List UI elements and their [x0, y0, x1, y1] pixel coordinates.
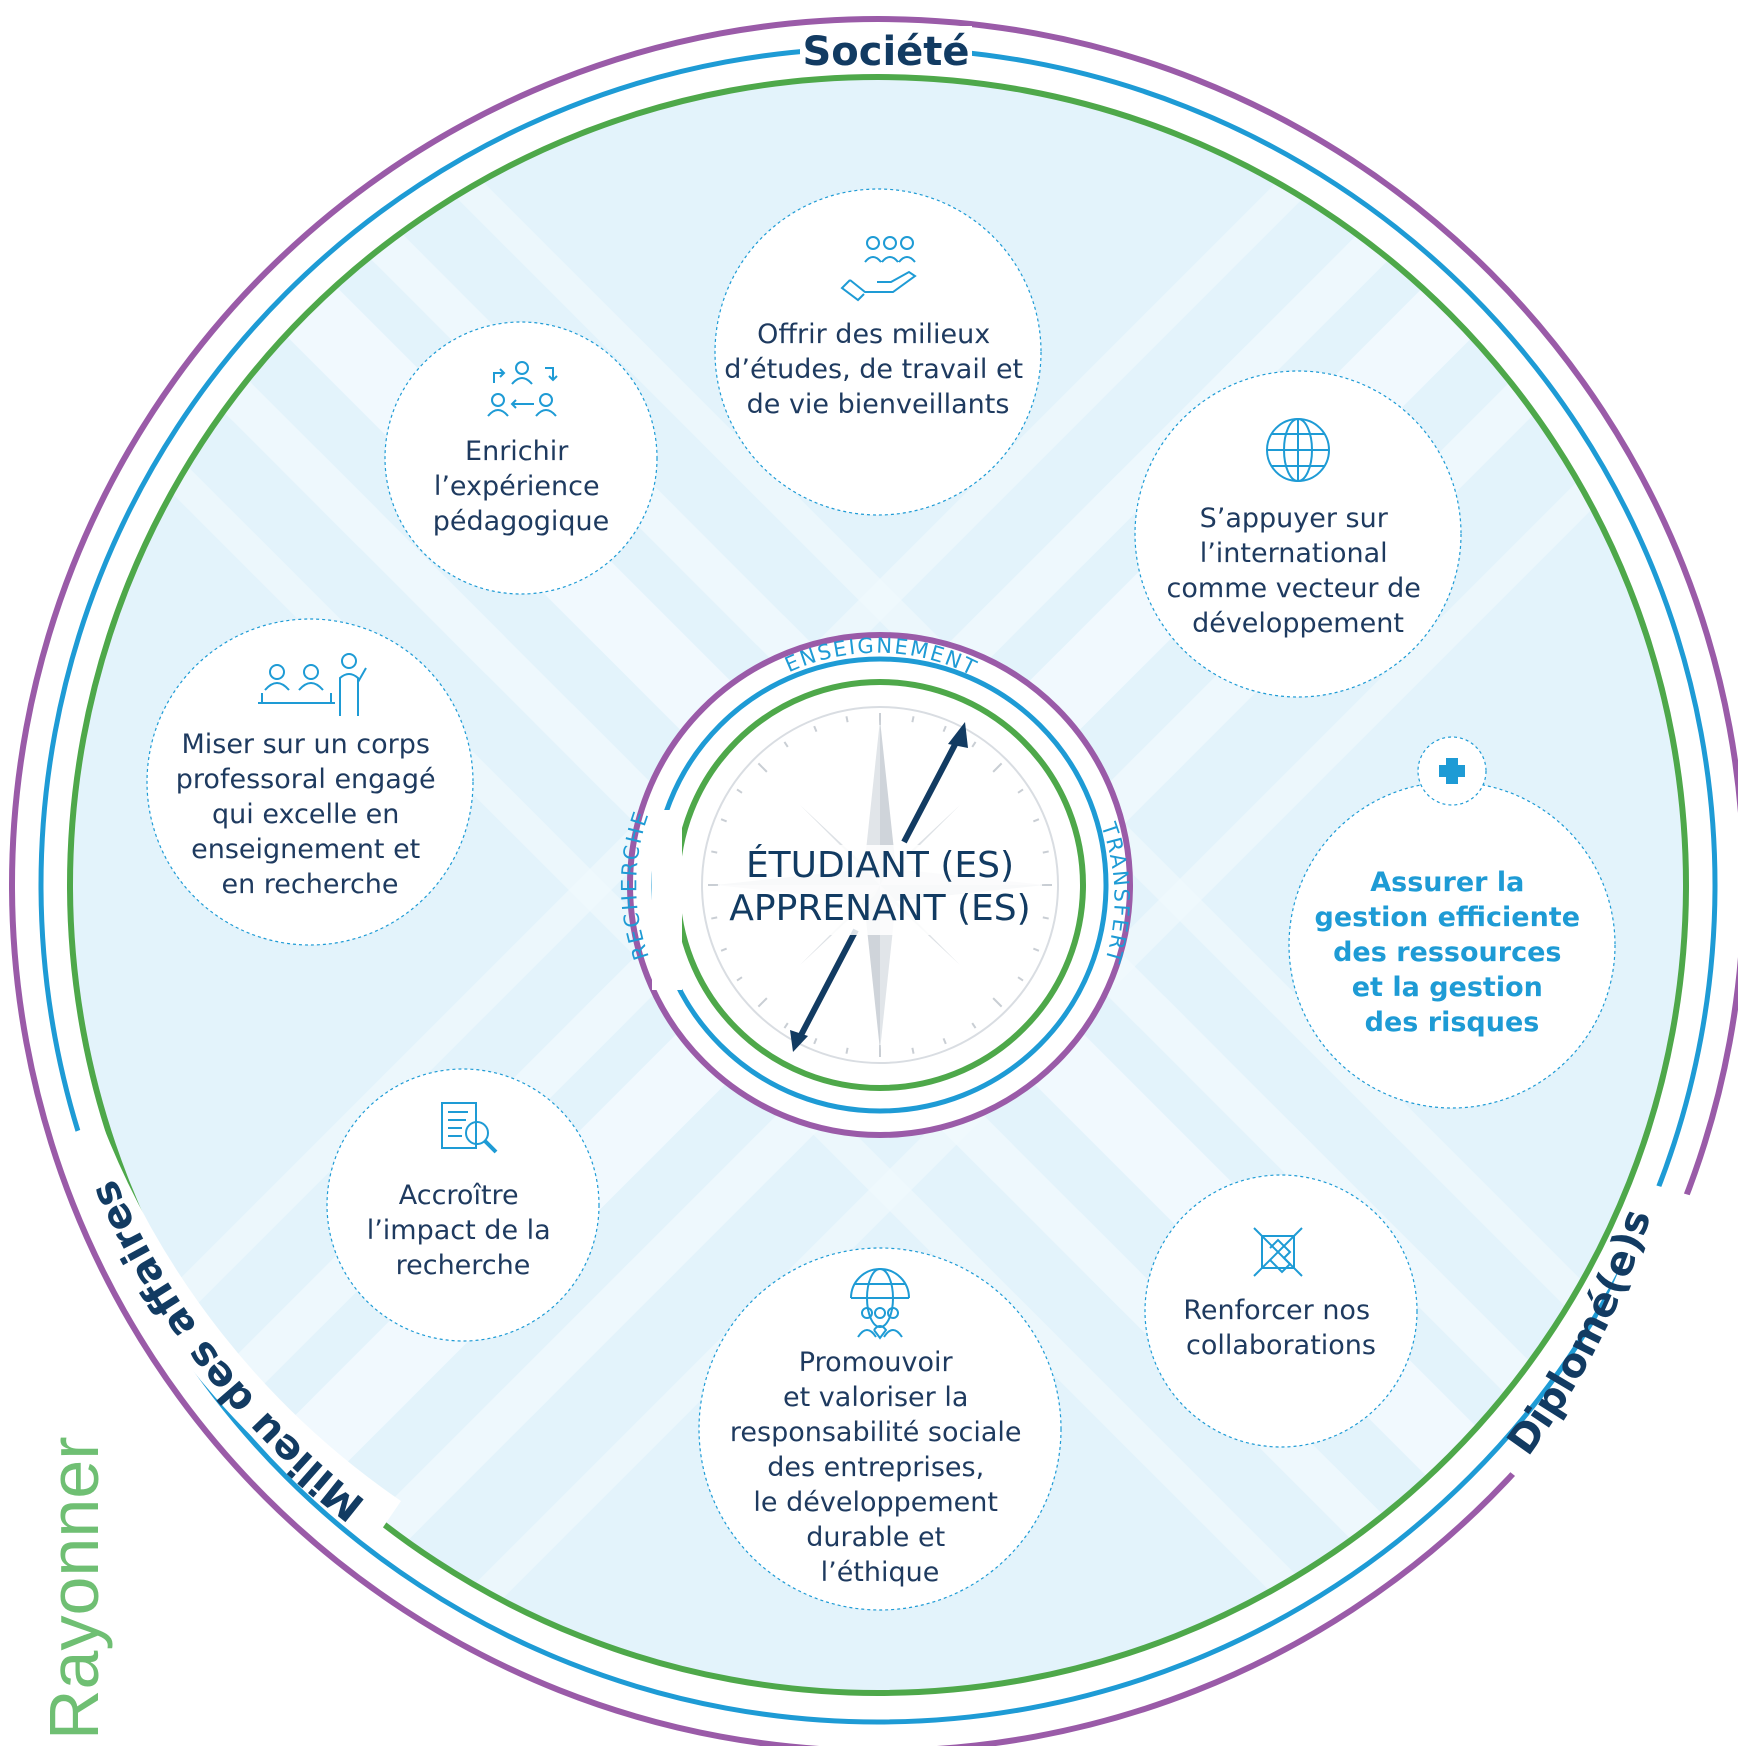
compass-tick [1032, 947, 1040, 952]
objective-rse[interactable]: Promouvoir et valoriser la responsabilit… [698, 1247, 1062, 1611]
compass-tick [757, 997, 768, 1008]
objective-rse-text: Promouvoir et valoriser la responsabilit… [730, 1347, 1030, 1588]
objective-enrichir[interactable]: Enrichir l’expérience pédagogique [384, 321, 658, 595]
compass-tick [1017, 976, 1024, 982]
objective-recherche[interactable]: Accroître l’impact de la recherche [326, 1068, 600, 1342]
compass-tick [1042, 916, 1049, 920]
outer-green-ring [67, 74, 1689, 1696]
objective-gestion[interactable]: Assurer la gestion efficiente des ressou… [1288, 736, 1616, 1109]
center-line-apprenant: APPRENANT (ES) [729, 888, 1030, 929]
objective-international-text: S’appuyer sur l’international comme vect… [1167, 503, 1430, 639]
compass-tick [845, 716, 849, 723]
globe-icon [1266, 418, 1330, 482]
compass-tick [845, 1047, 849, 1054]
compass-tick [757, 762, 768, 773]
globe-community-icon [850, 1268, 910, 1340]
handshake-icon [1253, 1227, 1303, 1277]
objective-enrichir-text: Enrichir l’expérience pédagogique [433, 436, 610, 537]
center-compass: RECHERCHE ENSEIGNEMENT TRANSFERT [617, 632, 1133, 1138]
objective-gestion-text: Assurer la gestion efficiente des ressou… [1315, 867, 1590, 1038]
compass-tick [992, 997, 1003, 1008]
classroom-icon [258, 653, 367, 716]
objective-collaborations[interactable]: Renforcer nos collaborations [1144, 1174, 1418, 1448]
objective-corps-professoral-text: Miser sur un corps professoral engagé qu… [176, 729, 444, 900]
compass-tick [736, 788, 743, 794]
compass-tick [711, 850, 718, 854]
people-exchange-icon [487, 361, 558, 417]
compass-tick [1032, 818, 1040, 823]
compass-tick [911, 716, 915, 723]
people-hand-icon [840, 236, 917, 302]
compass-tick [783, 1022, 789, 1029]
compass-tick [942, 725, 947, 733]
compass-tick [720, 947, 728, 952]
compass-tick [992, 762, 1003, 773]
compass-tick [1017, 788, 1024, 794]
compass-tick [971, 1022, 977, 1029]
recherche-label-bg [652, 810, 682, 990]
compass-tick [1042, 850, 1049, 854]
societe-label-bg [800, 26, 972, 72]
objective-collaborations-text: Renforcer nos collaborations [1183, 1295, 1378, 1361]
objective-international[interactable]: S’appuyer sur l’international comme vect… [1134, 370, 1462, 698]
ring-label-societe: Société [802, 29, 969, 75]
objective-offrir-text: Offrir des milieux d’études, de travail … [724, 319, 1031, 420]
compass-tick [711, 916, 718, 920]
compass-tick [813, 1037, 818, 1045]
outer-purple-ring [9, 16, 1738, 1746]
compass-tick [783, 741, 789, 748]
center-line-etudiant: ÉTUDIANT (ES) [746, 844, 1014, 886]
rayonner-label: Rayonner [35, 1436, 113, 1740]
compass-tick [813, 725, 818, 733]
compass-tick [942, 1037, 947, 1045]
compass-tick [736, 976, 743, 982]
plus-icon [1439, 758, 1465, 784]
compass-arrow [790, 722, 968, 1052]
compass-tick [971, 741, 977, 748]
compass-tick [720, 818, 728, 823]
compass-tick [911, 1047, 915, 1054]
document-search-icon [441, 1102, 498, 1154]
objective-offrir[interactable]: Offrir des milieux d’études, de travail … [714, 188, 1042, 516]
objective-recherche-text: Accroître l’impact de la recherche [367, 1180, 560, 1281]
objective-corps-professoral[interactable]: Miser sur un corps professoral engagé qu… [146, 618, 474, 946]
